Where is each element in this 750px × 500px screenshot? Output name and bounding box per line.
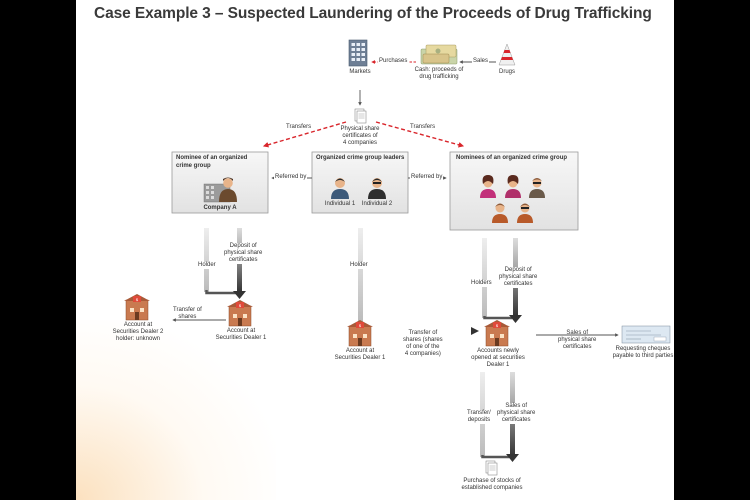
bank-icon-dealer1-mid: $ xyxy=(347,320,373,347)
deposit-left-label: Deposit of physical share certificates xyxy=(223,243,264,264)
cheques-label: Requesting cheques payable to third part… xyxy=(612,346,674,359)
page-title: Case Example 3 – Suspected Laundering of… xyxy=(94,5,652,22)
holder-mid-line xyxy=(358,228,363,323)
referred-left-label: Referred by xyxy=(274,174,308,181)
individual-1-label: Individual 1 xyxy=(324,201,356,207)
svg-text:$: $ xyxy=(496,323,499,328)
nominees-people-icons xyxy=(480,175,545,223)
nominee-person-icon xyxy=(517,203,533,223)
nominee-person-icon xyxy=(505,175,521,198)
cheque-icon xyxy=(621,325,671,344)
deposit-right-arrowhead xyxy=(509,315,522,323)
company-a-label: Company A xyxy=(203,205,237,211)
nominee-person-icon xyxy=(480,175,496,198)
new-accounts-label: Accounts newly opened at securities Deal… xyxy=(471,348,525,368)
holders-right-corner xyxy=(483,316,512,320)
slide: Case Example 3 – Suspected Laundering of… xyxy=(76,0,674,500)
drugs-label: Drugs xyxy=(498,69,515,75)
markets-building-icon xyxy=(348,39,368,67)
referred-right-label: Referred by xyxy=(410,174,444,181)
dealer1-mid-account-label: Account at Securities Dealer 1 xyxy=(334,348,386,361)
transfers-left-arrow xyxy=(262,121,347,148)
individual-2-icon xyxy=(368,178,386,199)
individual-2-label: Individual 2 xyxy=(361,201,393,207)
dealer2-account-label: Account at Securities Dealer 2 holder: u… xyxy=(112,322,164,342)
markets-label: Markets xyxy=(349,69,371,75)
sales-label: Sales xyxy=(472,58,490,65)
share-certificate-icon xyxy=(354,108,367,124)
drugs-icon xyxy=(498,43,516,66)
nominee-person-icon xyxy=(529,178,545,198)
purchase-stocks-label: Purchase of stocks of established compan… xyxy=(461,478,523,491)
holders-right-line xyxy=(482,238,487,318)
shares-top-label: Physical share certificates of 4 compani… xyxy=(340,126,380,146)
transfer-deposits-corner xyxy=(481,455,509,459)
transfer-shares-label: Transfer of shares xyxy=(173,307,202,320)
svg-text:$: $ xyxy=(239,303,242,308)
company-a-person-icon xyxy=(203,177,237,203)
nominee-group-title: Nominee of an organized crime group xyxy=(176,155,248,169)
purchases-label: Purchases xyxy=(378,58,409,65)
individual-1-icon xyxy=(331,178,349,199)
sales-bottom-arrowhead xyxy=(506,454,519,462)
bank-icon-new-accounts: $ xyxy=(484,320,510,347)
deposit-left-arrowhead xyxy=(233,291,246,299)
dealer1-left-account-label: Account at Securities Dealer 1 xyxy=(215,328,267,341)
transfer-mid-label: Transfer of shares (shares of one of the… xyxy=(403,330,443,357)
holder-left-corner xyxy=(205,290,236,295)
holder-left-line xyxy=(204,228,209,292)
document-icon xyxy=(485,460,498,476)
transfer-deposits-label: Transfer/ deposits xyxy=(466,410,492,424)
decorative-shade xyxy=(76,320,276,500)
cash-label: Cash: proceeds of drug trafficking xyxy=(414,67,464,80)
deposit-right-label: Deposit of physical share certificates xyxy=(498,267,539,288)
cash-bundle-icon xyxy=(420,44,458,65)
bank-icon-dealer1-left: $ xyxy=(227,300,253,327)
holder-mid-label: Holder xyxy=(349,262,369,269)
sales-bottom-label: Sales of physical share certificates xyxy=(496,403,537,424)
nominees-group-title: Nominees of an organized crime group xyxy=(456,155,568,161)
nominee-group-box xyxy=(171,151,269,214)
sales-right-label: Sales of physical share certificates xyxy=(558,330,597,350)
leaders-group-box xyxy=(311,151,409,214)
svg-text:$: $ xyxy=(359,323,362,328)
transfers-right-label: Transfers xyxy=(410,124,436,130)
transfers-left-label: Transfers xyxy=(286,124,312,130)
holder-left-label: Holder xyxy=(197,262,217,269)
svg-text:$: $ xyxy=(136,297,139,302)
leaders-group-title: Organized crime group leaders xyxy=(316,155,405,161)
transfer-mid-arrowhead xyxy=(471,327,479,335)
holders-right-label: Holders xyxy=(470,280,493,287)
bank-icon-dealer2: $ xyxy=(124,294,150,321)
transfers-right-arrow xyxy=(375,121,465,148)
nominee-person-icon xyxy=(492,203,508,223)
